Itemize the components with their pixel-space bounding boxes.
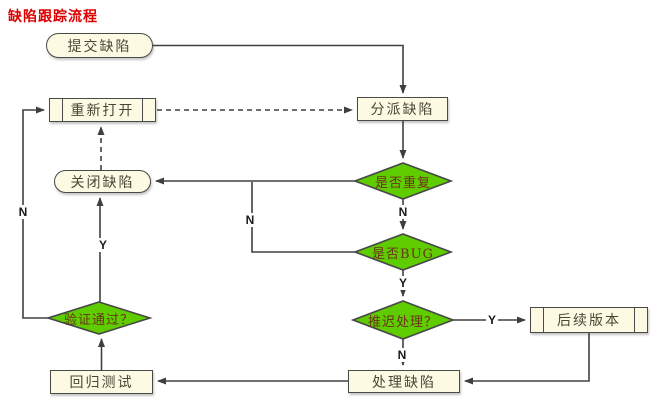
edge-label-defer-yes: Y [485, 313, 499, 327]
edge-label-defer-no: N [395, 348, 409, 362]
node-future: 后续版本 [530, 307, 648, 333]
edge-bug-no-to-close-merge [251, 182, 355, 253]
node-assign: 分派缺陷 [357, 97, 448, 121]
node-close: 关闭缺陷 [54, 170, 151, 193]
edge-submit-to-assign [153, 44, 407, 94]
decision-bug-shape [352, 233, 454, 271]
edge-label-verify-no: N [16, 205, 30, 219]
edge-label-verify-yes: Y [96, 238, 110, 252]
decision-defer-label: 推迟处理？ [367, 314, 438, 330]
edge-label-bug-no: N [243, 213, 257, 227]
node-submit: 提交缺陷 [46, 33, 153, 58]
edge-label-dup-no: N [396, 205, 410, 219]
edge-future-to-handle [464, 333, 590, 385]
edge-label-bug-yes: Y [396, 276, 410, 290]
node-reopen: 重新打开 [49, 98, 156, 122]
decision-bug-label: 是否BUG [372, 246, 434, 262]
decision-verify-label: 验证通过？ [63, 312, 134, 328]
decision-dup-shape [352, 162, 454, 200]
decision-dup-label: 是否重复 [374, 175, 431, 191]
page-title: 缺陷跟踪流程 [8, 8, 98, 24]
decision-verify-shape [45, 301, 153, 335]
decision-defer-shape [350, 300, 456, 340]
node-handle: 处理缺陷 [348, 370, 460, 393]
node-regression: 回归测试 [50, 370, 153, 394]
